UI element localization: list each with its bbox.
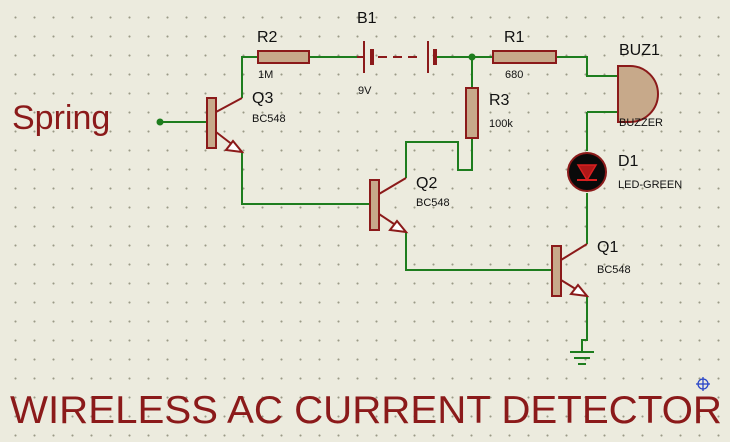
transistor-q2 [369, 177, 409, 234]
resistor-r1 [492, 50, 557, 64]
buzzer-buz1 [617, 65, 659, 123]
q3-ref: Q3 [252, 90, 273, 107]
q2-value: BC548 [416, 197, 450, 209]
r1-value: 680 [505, 69, 523, 81]
transistor-q3 [206, 97, 245, 154]
diagram-title: WIRELESS AC CURRENT DETECTOR [10, 389, 722, 432]
r2-value: 1M [258, 69, 273, 81]
r3-value: 100k [489, 118, 513, 130]
q1-value: BC548 [597, 264, 631, 276]
spring-input-label: Spring [12, 99, 110, 137]
d1-value: LED-GREEN [618, 179, 682, 191]
b1-value: 9V [358, 85, 372, 97]
b1-ref: B1 [357, 10, 377, 27]
junction-dot [468, 53, 476, 61]
r3-ref: R3 [489, 92, 510, 109]
input-terminal-dot [156, 118, 164, 126]
battery-b1 [357, 41, 437, 73]
ground-symbol [570, 351, 594, 365]
q2-ref: Q2 [416, 175, 437, 192]
wires [160, 56, 618, 352]
transistor-q1 [551, 243, 590, 298]
r2-ref: R2 [257, 29, 278, 46]
resistor-r2 [257, 50, 310, 64]
q1-ref: Q1 [597, 239, 618, 256]
led-d1 [567, 152, 607, 192]
r1-ref: R1 [504, 29, 525, 46]
buz1-ref: BUZ1 [619, 42, 660, 59]
buz1-value: BUZZER [619, 117, 663, 129]
d1-ref: D1 [618, 153, 639, 170]
q3-value: BC548 [252, 113, 286, 125]
origin-marker-icon [696, 377, 710, 391]
resistor-r3 [465, 87, 479, 139]
